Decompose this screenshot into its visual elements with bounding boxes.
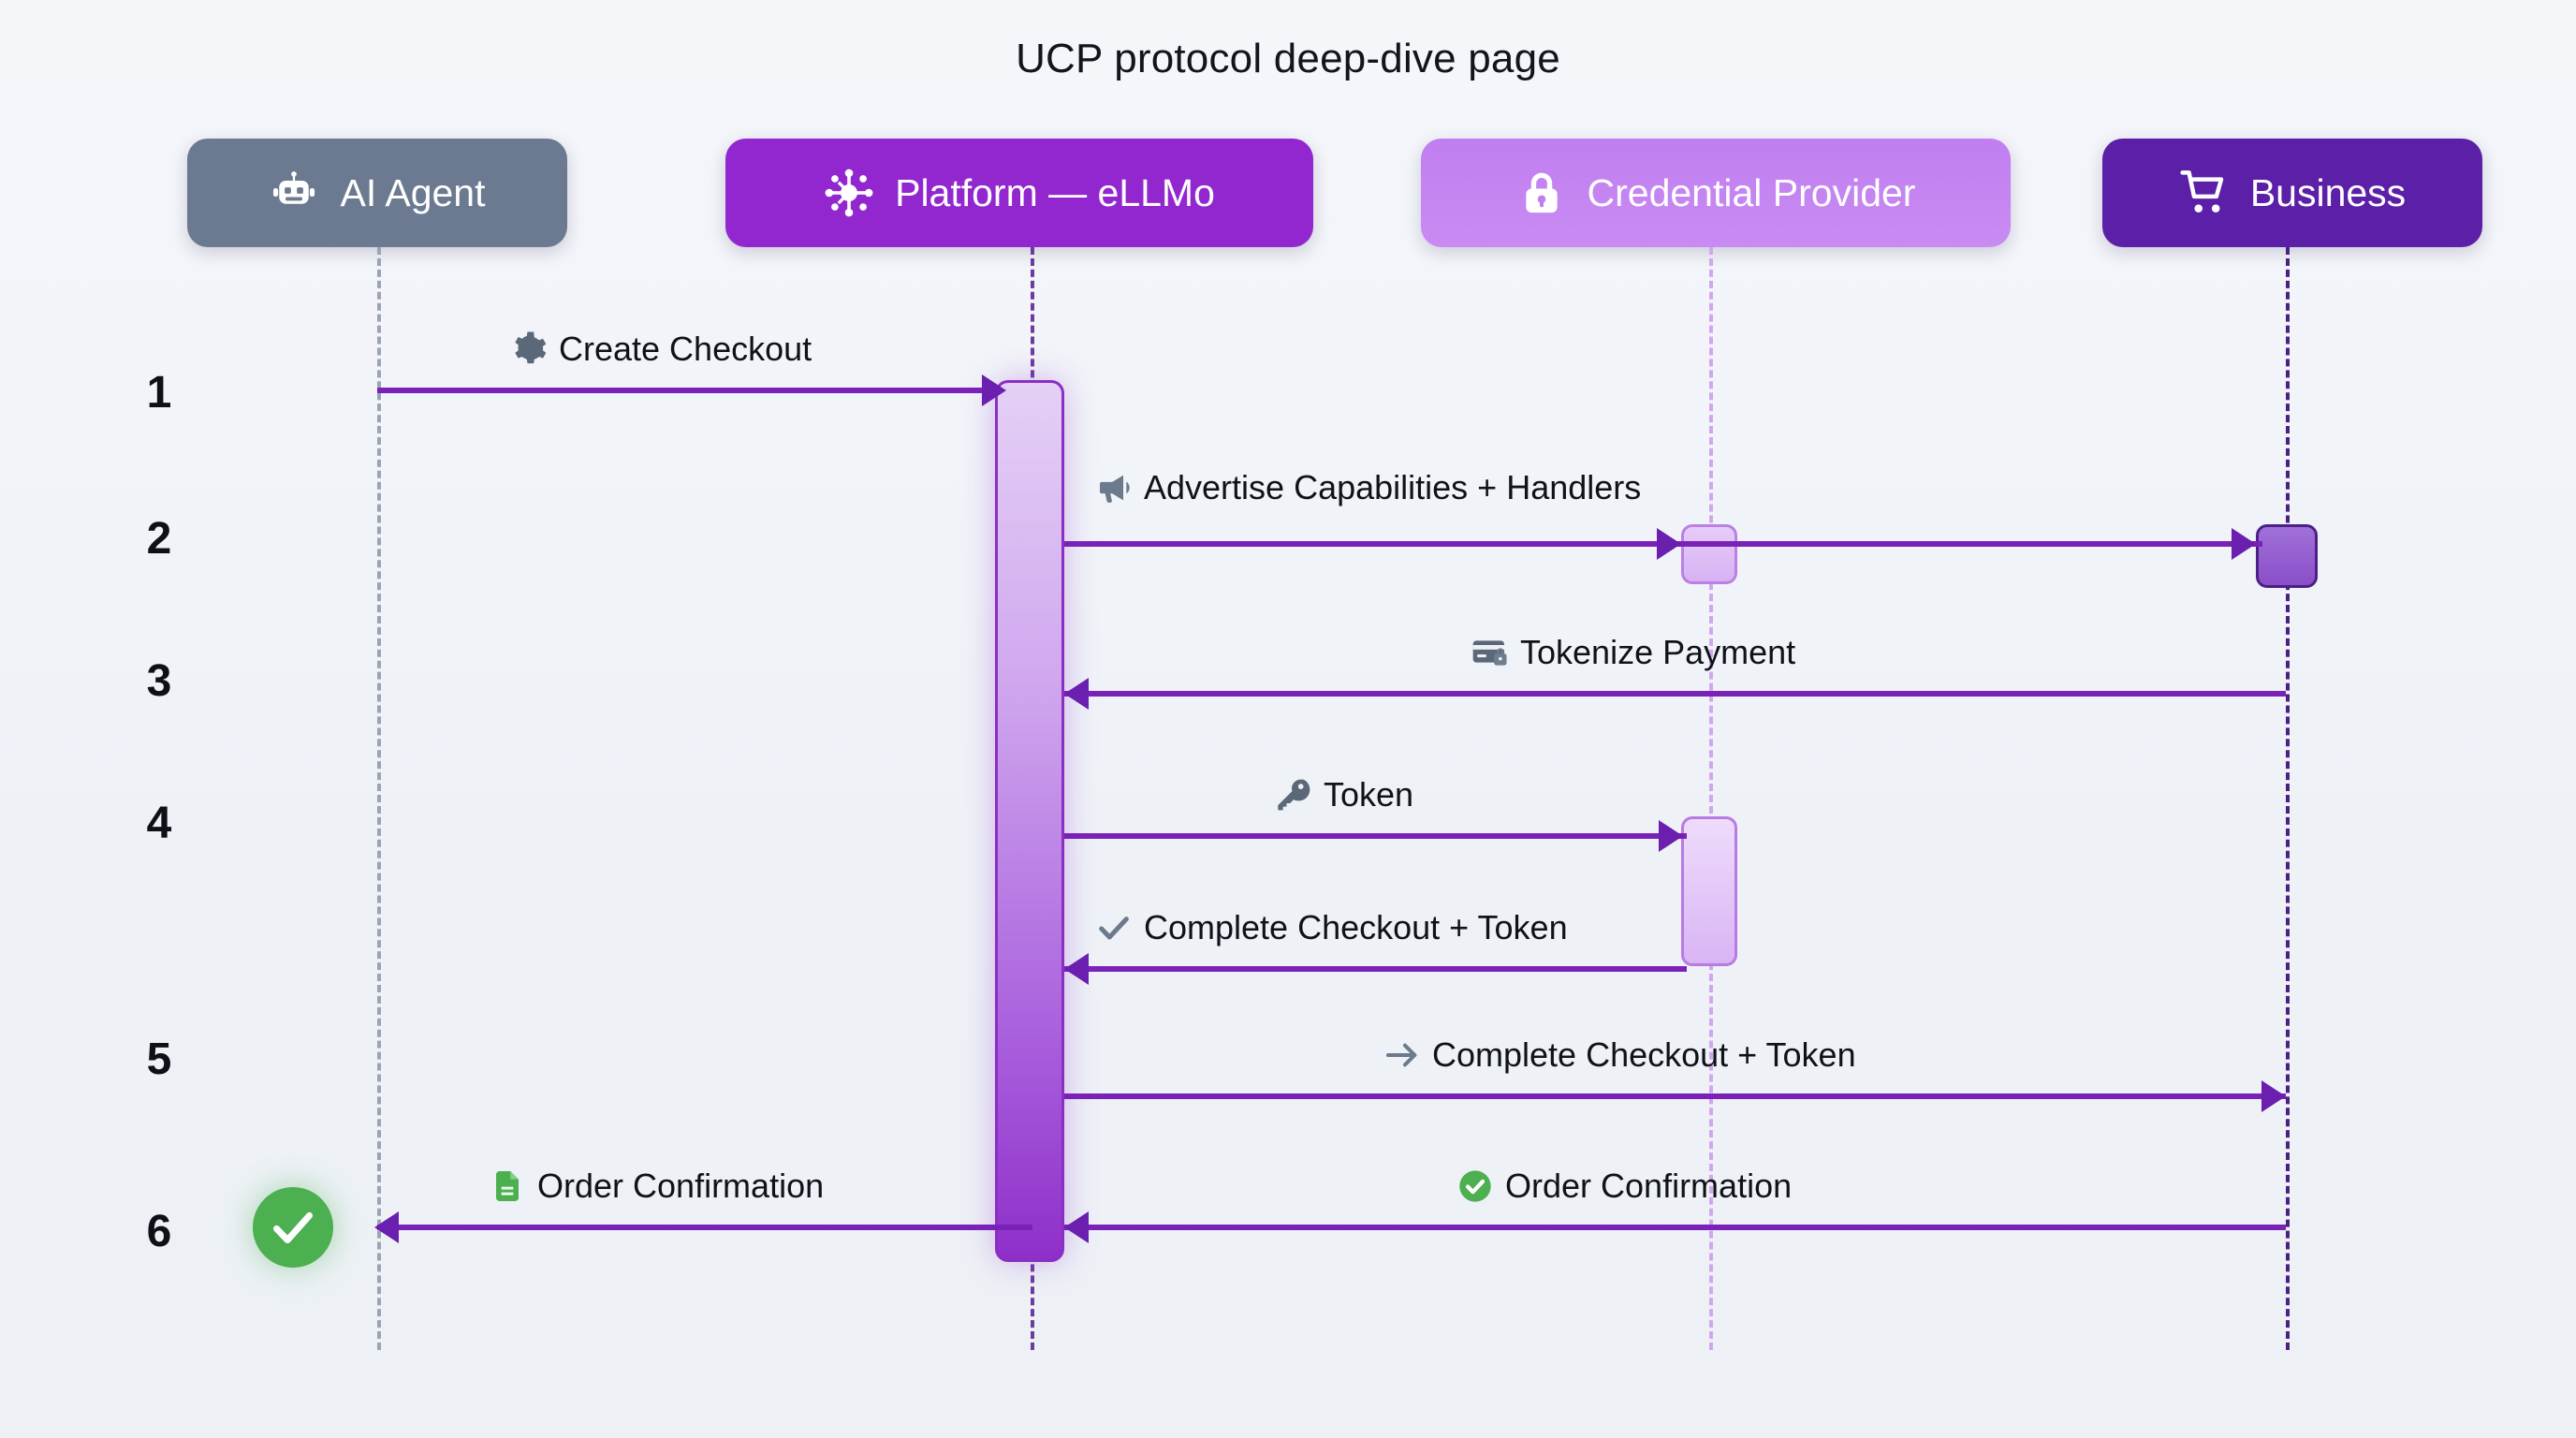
message-label-advertise-capabilities: Advertise Capabilities + Handlers [1095,468,1641,507]
participant-ai-agent[interactable]: AI Agent [187,139,567,247]
step-number-3: 3 [146,656,172,706]
credit-card-lock-icon [1471,634,1509,671]
arrowhead-right [2232,528,2256,560]
message-line-complete-checkout-token-forward [1064,1093,2286,1099]
message-label-create-checkout: Create Checkout [510,330,812,369]
arrow-right-icon [1383,1036,1421,1074]
check-icon [273,1211,313,1244]
check-circle-icon [1456,1167,1494,1205]
arrowhead-left [1064,678,1089,710]
message-text: Tokenize Payment [1520,633,1796,671]
arrowhead-right [1659,820,1683,852]
message-text: Create Checkout [559,330,812,368]
step-number-6: 6 [146,1207,172,1256]
message-label-tokenize-payment: Tokenize Payment [1471,633,1795,672]
lifeline-business [2286,247,2290,1350]
lifeline-ai-agent [377,247,381,1350]
message-text: Complete Checkout + Token [1432,1035,1856,1074]
arrowhead-right [1657,528,1681,560]
message-text: Token [1324,775,1414,814]
activation-bar-credential-provider-1 [1681,524,1737,584]
message-line-tokenize-payment [1064,691,2286,697]
activation-bar-business [2256,524,2318,588]
message-text: Order Confirmation [537,1167,825,1205]
message-text: Complete Checkout + Token [1144,908,1568,946]
message-line-complete-checkout-token-return [1064,966,1687,972]
step-number-2: 2 [146,514,172,564]
step-number-1: 1 [146,368,172,418]
participant-label: Business [2249,170,2407,214]
participant-business[interactable]: Business [2102,139,2482,247]
arrowhead-right [982,374,1006,406]
message-text: Order Confirmation [1505,1167,1793,1205]
step-number-5: 5 [146,1034,172,1084]
megaphone-icon [1095,469,1133,506]
arrowhead-left [374,1211,399,1243]
document-icon [489,1167,526,1205]
robot-icon [269,168,319,218]
arrowhead-left [1064,953,1089,985]
step-number-4: 4 [146,799,172,848]
message-label-token: Token [1275,775,1413,814]
participant-label: Platform — eLLMo [895,170,1215,214]
participant-credential-provider[interactable]: Credential Provider [1421,139,2011,247]
participant-platform[interactable]: Platform — eLLMo [725,139,1313,247]
message-line-order-confirmation-agent [377,1225,1032,1230]
check-icon [1095,909,1133,946]
gear-icon [510,330,548,368]
message-line-create-checkout [377,388,995,393]
participant-label: Credential Provider [1587,170,1916,214]
arrowhead-left [1064,1211,1089,1243]
activation-bar-credential-provider-2 [1681,816,1737,966]
page-title: UCP protocol deep-dive page [1016,36,1560,81]
message-line-token [1064,833,1687,839]
activation-bar-platform [995,380,1064,1262]
hub-network-icon [824,168,874,218]
message-text: Advertise Capabilities + Handlers [1144,468,1642,506]
message-label-complete-checkout-token-return: Complete Checkout + Token [1095,908,1568,947]
arrowhead-right [2261,1080,2286,1112]
lock-icon [1516,168,1567,218]
message-line-order-confirmation-platform [1064,1225,2286,1230]
message-label-order-confirmation-agent: Order Confirmation [489,1167,824,1206]
message-label-order-confirmation-platform: Order Confirmation [1456,1167,1792,1206]
shopping-cart-icon [2179,168,2230,218]
success-check-badge [253,1187,333,1268]
participant-label: AI Agent [340,170,486,214]
message-label-complete-checkout-token-forward: Complete Checkout + Token [1383,1035,1856,1075]
lifeline-credential-provider [1709,247,1713,1350]
key-icon [1275,776,1312,814]
